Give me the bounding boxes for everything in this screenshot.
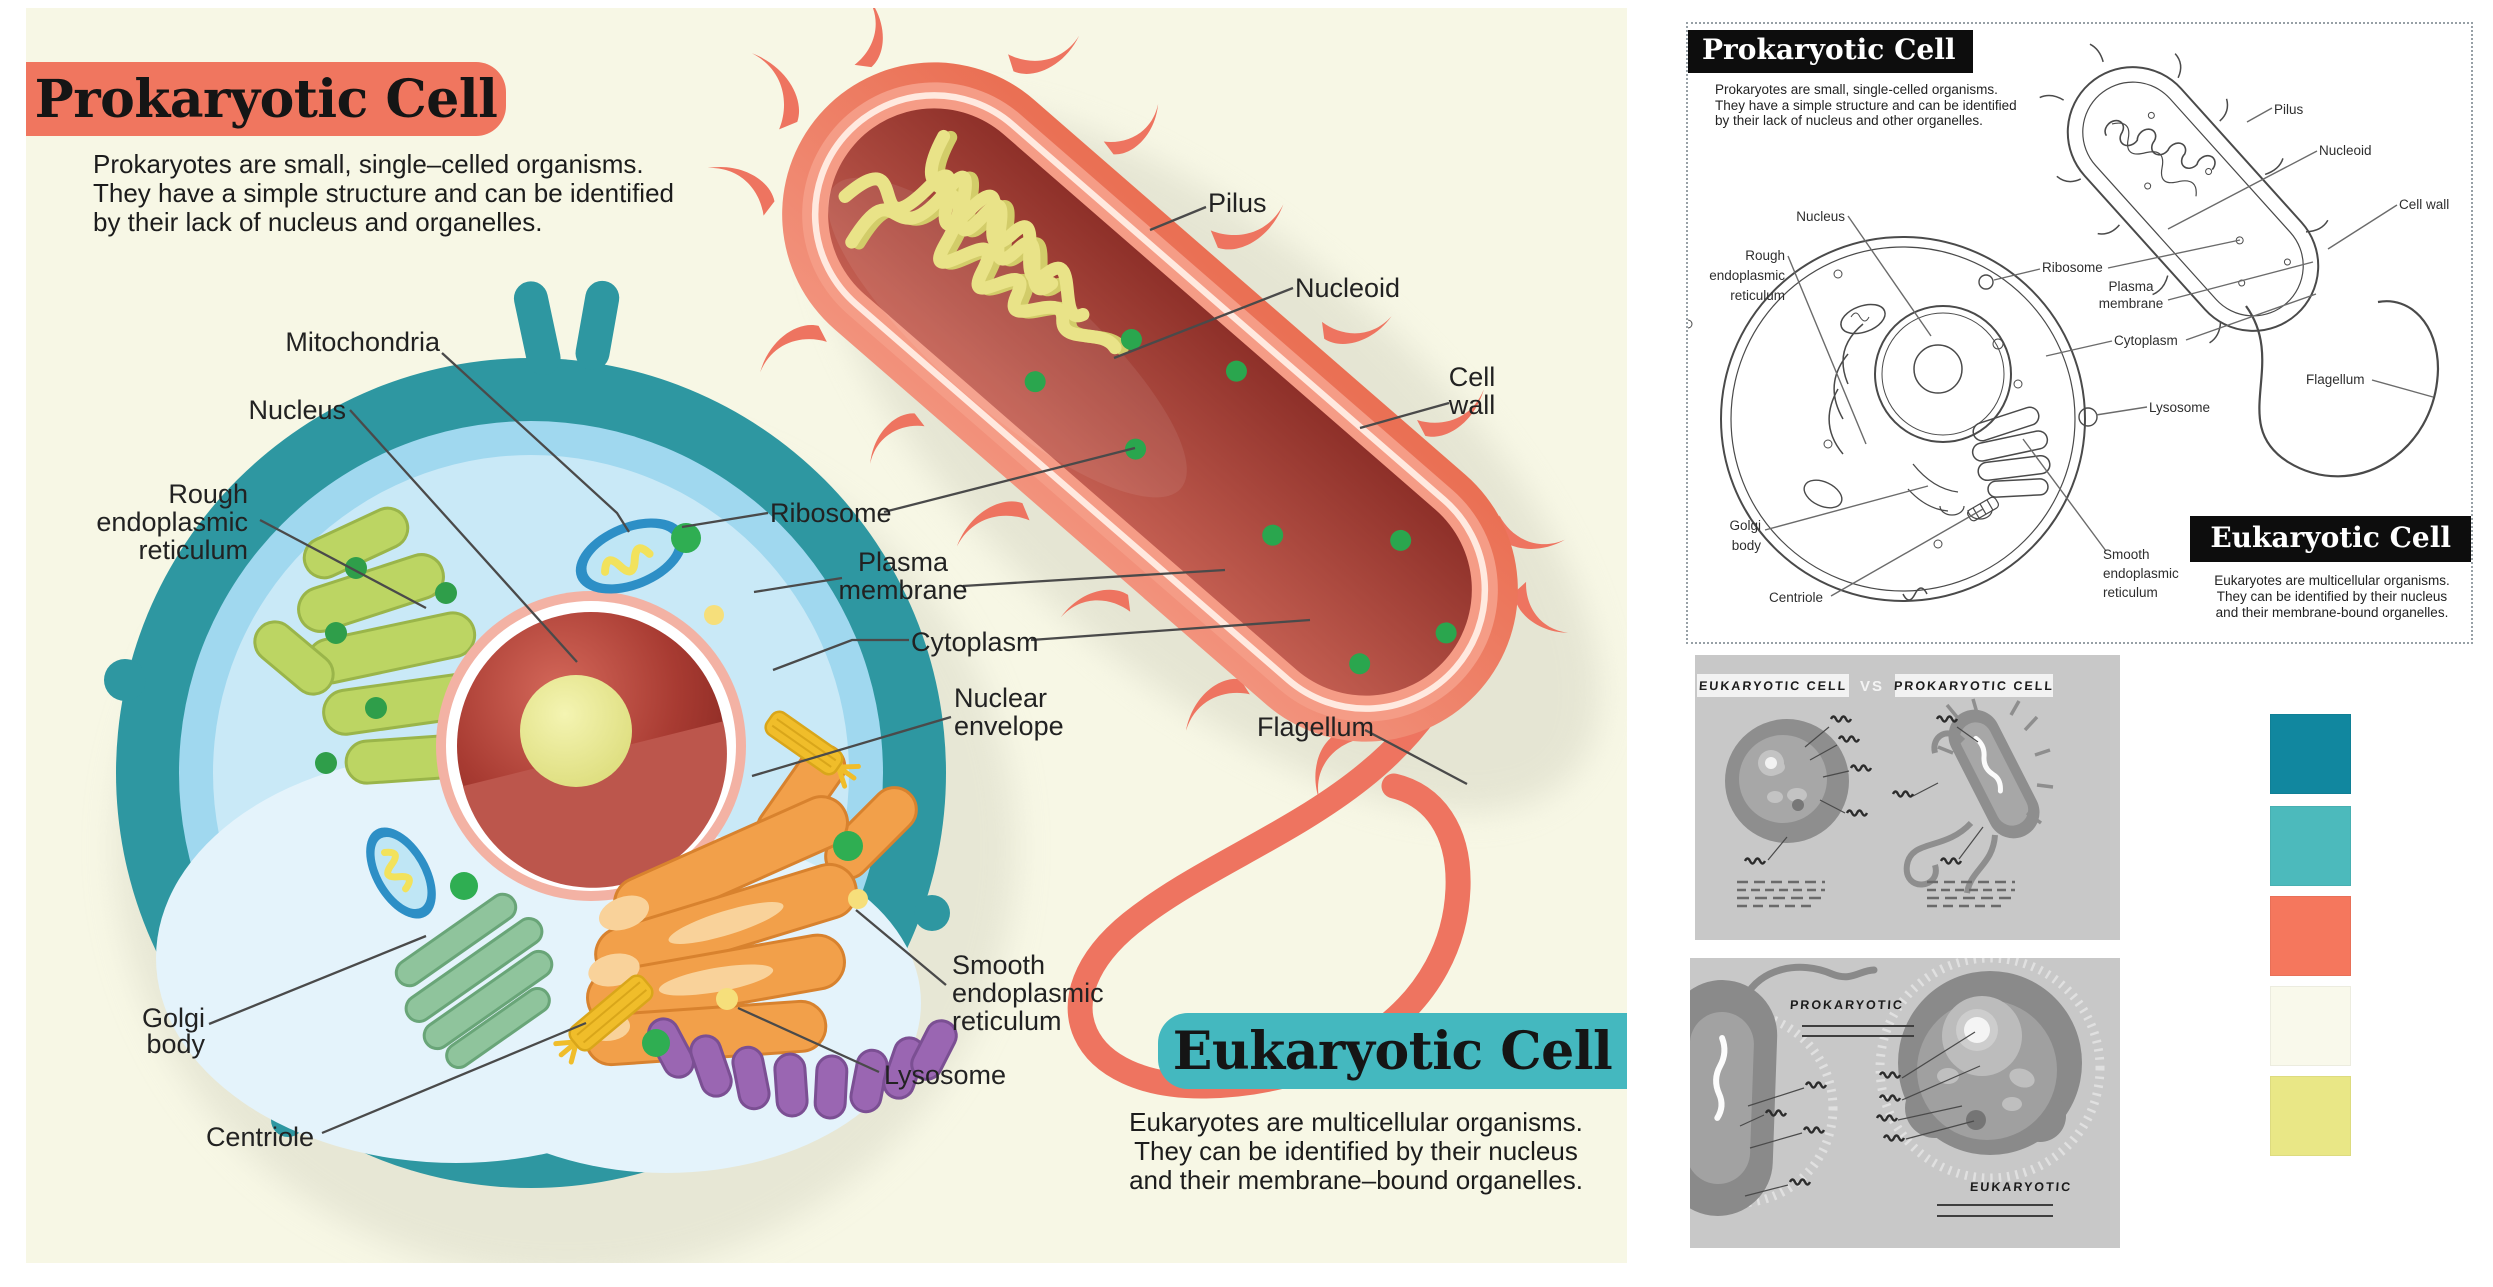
palette-swatch-dark-teal	[2270, 714, 2351, 794]
eukaryote-illustration	[104, 280, 958, 1188]
palette-swatch-cream	[2270, 986, 2351, 1066]
thumb-eukaryote	[1725, 719, 1849, 843]
eukaryotic-description: Eukaryotes are multicellular organisms. …	[1129, 1107, 1583, 1195]
sketch-label-cell-wall: Cell wall	[2399, 197, 2450, 212]
golgi-body-shape	[394, 892, 554, 1070]
sketch-label-lysosome: Lysosome	[2149, 400, 2211, 415]
rough-underlines	[1802, 1025, 2053, 1217]
eukaryotic-title-box: Eukaryotic Cell	[1158, 1013, 1627, 1089]
thumb-textlines-left	[1737, 880, 1825, 908]
sketch-label-centriole: Centriole	[1769, 590, 1824, 605]
sketch-label-flagellum: Flagellum	[2306, 372, 2365, 387]
sketch-label-ribosome: Ribosome	[2042, 260, 2103, 275]
sketch-prokaryote	[2039, 43, 2440, 478]
prokaryotic-title-box: Prokaryotic Cell	[26, 62, 506, 136]
mitochondria-top-shape	[575, 518, 687, 594]
label-pilus: Pilus	[1208, 188, 1267, 218]
sketch-prokaryotic-title: Prokaryotic Cell	[1688, 30, 1974, 73]
thumb-eukaryotic-title: EUKARYOTIC CELL	[1697, 674, 1849, 697]
label-cytoplasm: Cytoplasm	[911, 627, 1039, 657]
sketch-leader-lines	[1764, 107, 2434, 597]
rough-eukaryotic-title: EUKARYOTIC	[1969, 1180, 2073, 1194]
smooth-er-golgi-shape	[582, 743, 958, 1120]
thumb-prokaryote	[1903, 698, 2054, 894]
cytoplasm-particles	[450, 523, 868, 1057]
nucleolus-shape	[520, 675, 632, 787]
rough-prokaryote	[1690, 963, 1878, 1216]
nucleus-shape	[436, 591, 746, 901]
sketch-label-pilus: Pilus	[2274, 102, 2304, 117]
flagellum-shape	[1067, 650, 1471, 1099]
sketch-prokaryotic-description: Prokaryotes are small, single-celled org…	[1715, 82, 2017, 128]
rough-prokaryotic-title: PROKARYOTIC	[1789, 998, 1905, 1012]
line-art-sketch-panel: Prokaryotic Cell Prokaryotes are small, …	[1686, 22, 2473, 644]
thumbnail-vs-sketch: EUKARYOTIC CELL VS PROKARYOTIC CELL	[1695, 655, 2120, 940]
prokaryotic-description: Prokaryotes are small, single–celled org…	[93, 149, 675, 237]
eukaryotic-title: Eukaryotic Cell	[1172, 1020, 1613, 1082]
rough-squiggles-center	[1875, 1071, 1906, 1142]
centriole-shape	[553, 710, 861, 1065]
sketch-artwork	[1688, 43, 2440, 602]
rough-leaders-left	[1739, 1087, 1805, 1197]
main-infographic-panel: Prokaryotic Cell Prokaryotes are small, …	[26, 8, 1627, 1263]
prokaryote-ribosome-dots	[1024, 329, 1457, 675]
thumbnail-rough-sketch: PROKARYOTIC EUKARYOTIC	[1690, 958, 2120, 1248]
palette-swatch-teal	[2270, 806, 2351, 886]
nucleoid-shape	[838, 129, 1129, 356]
rough-leaders-center	[1897, 1031, 1981, 1140]
sketch-eukaryotic-title: Eukaryotic Cell	[2190, 516, 2471, 562]
label-nucleoid: Nucleoid	[1295, 273, 1401, 303]
cell-bumps	[104, 280, 950, 1137]
vesicles-shape	[646, 1017, 958, 1120]
sketch-eukaryote	[1688, 236, 2098, 602]
label-mitochondria: Mitochondria	[285, 327, 440, 357]
sketch-label-nucleoid: Nucleoid	[2319, 143, 2372, 158]
sketch-eukaryotic-description: Eukaryotes are multicellular organisms. …	[2214, 573, 2450, 620]
palette-swatch-yellow	[2270, 1076, 2351, 1156]
label-centriole: Centriole	[205, 1122, 314, 1152]
label-nucleus: Nucleus	[248, 395, 346, 425]
sheen	[827, 177, 1187, 498]
thumb-leaders-left	[1767, 726, 1850, 861]
sketch-label-cytoplasm: Cytoplasm	[2114, 333, 2178, 348]
mitochondria-left-shape	[366, 827, 436, 919]
leader-lines	[208, 205, 1468, 1135]
thumb-prokaryotic-title: PROKARYOTIC CELL	[1894, 674, 2055, 697]
cells-artwork	[104, 8, 1600, 1263]
thumb-vs-text: VS	[1860, 678, 1885, 695]
thumb-leaders-right	[1912, 726, 1984, 860]
prokaryotic-title: Prokaryotic Cell	[34, 68, 498, 130]
thumb-textlines-right	[1927, 880, 2015, 908]
label-flagellum: Flagellum	[1257, 712, 1375, 742]
rough-eukaryote	[1875, 958, 2105, 1183]
palette-swatch-coral	[2270, 896, 2351, 976]
prokaryote-illustration	[700, 8, 1580, 1099]
label-lysosome: Lysosome	[884, 1060, 1007, 1090]
label-ribosome: Ribosome	[770, 498, 892, 528]
sketch-label-nucleus: Nucleus	[1796, 209, 1845, 224]
